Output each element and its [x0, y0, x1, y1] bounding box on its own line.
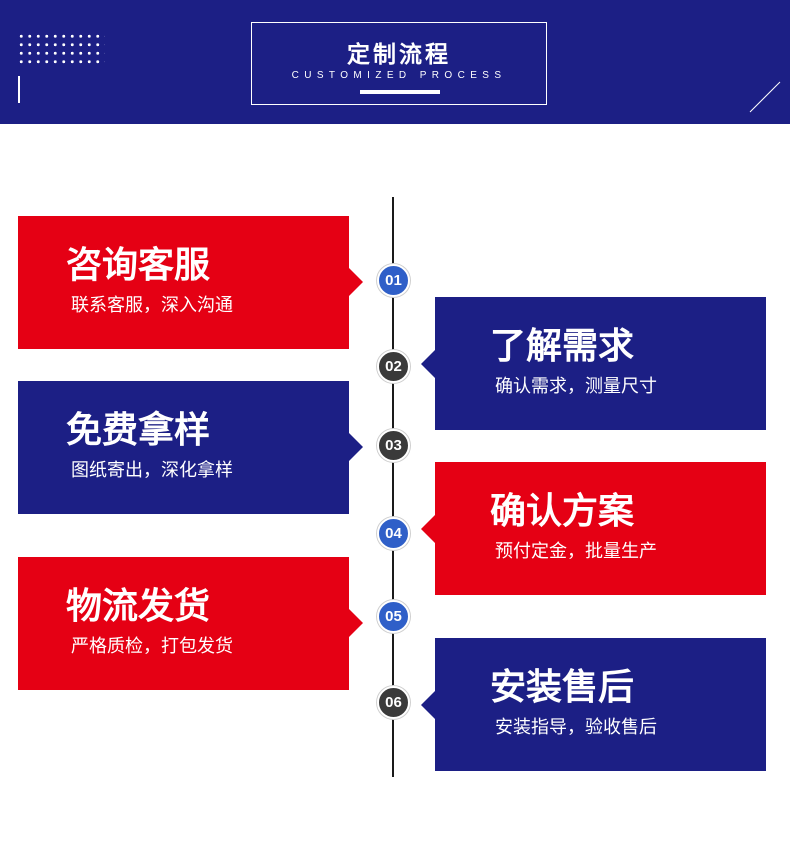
step-desc: 图纸寄出，深化拿样 — [71, 460, 233, 481]
step-title: 免费拿样 — [66, 410, 211, 451]
header-banner: 定制流程 CUSTOMIZED PROCESS — [0, 0, 790, 124]
step-desc: 确认需求，测量尺寸 — [495, 376, 657, 397]
step-card-2: 了解需求 确认需求，测量尺寸 — [421, 297, 766, 430]
step-title: 确认方案 — [490, 491, 635, 532]
step-desc: 预付定金，批量生产 — [495, 541, 657, 562]
step-desc: 严格质检，打包发货 — [71, 636, 233, 657]
step-number-3: 03 — [377, 429, 410, 462]
title-underline — [360, 90, 440, 94]
title-box: 定制流程 CUSTOMIZED PROCESS — [251, 22, 547, 105]
step-card-5: 物流发货 严格质检，打包发货 — [18, 557, 363, 690]
step-title: 咨询客服 — [66, 245, 211, 286]
step-card-3: 免费拿样 图纸寄出，深化拿样 — [18, 381, 363, 514]
step-title: 物流发货 — [66, 586, 211, 627]
step-card-1: 咨询客服 联系客服，深入沟通 — [18, 216, 363, 349]
step-number-4: 04 — [377, 517, 410, 550]
dot-grid-decoration — [17, 32, 105, 68]
step-number-1: 01 — [377, 264, 410, 297]
step-desc: 安装指导，验收售后 — [495, 717, 657, 738]
step-desc: 联系客服，深入沟通 — [71, 295, 233, 316]
step-title: 了解需求 — [490, 326, 635, 367]
step-number-5: 05 — [377, 600, 410, 633]
page-title: 定制流程 — [347, 42, 451, 68]
step-number-2: 02 — [377, 350, 410, 383]
timeline-line — [392, 197, 394, 777]
vertical-bar-decoration — [18, 76, 20, 103]
step-number-6: 06 — [377, 686, 410, 719]
step-title: 安装售后 — [490, 667, 635, 708]
step-card-6: 安装售后 安装指导，验收售后 — [421, 638, 766, 771]
page-subtitle: CUSTOMIZED PROCESS — [291, 70, 507, 81]
step-card-4: 确认方案 预付定金，批量生产 — [421, 462, 766, 595]
diagonal-line-decoration — [749, 81, 781, 113]
